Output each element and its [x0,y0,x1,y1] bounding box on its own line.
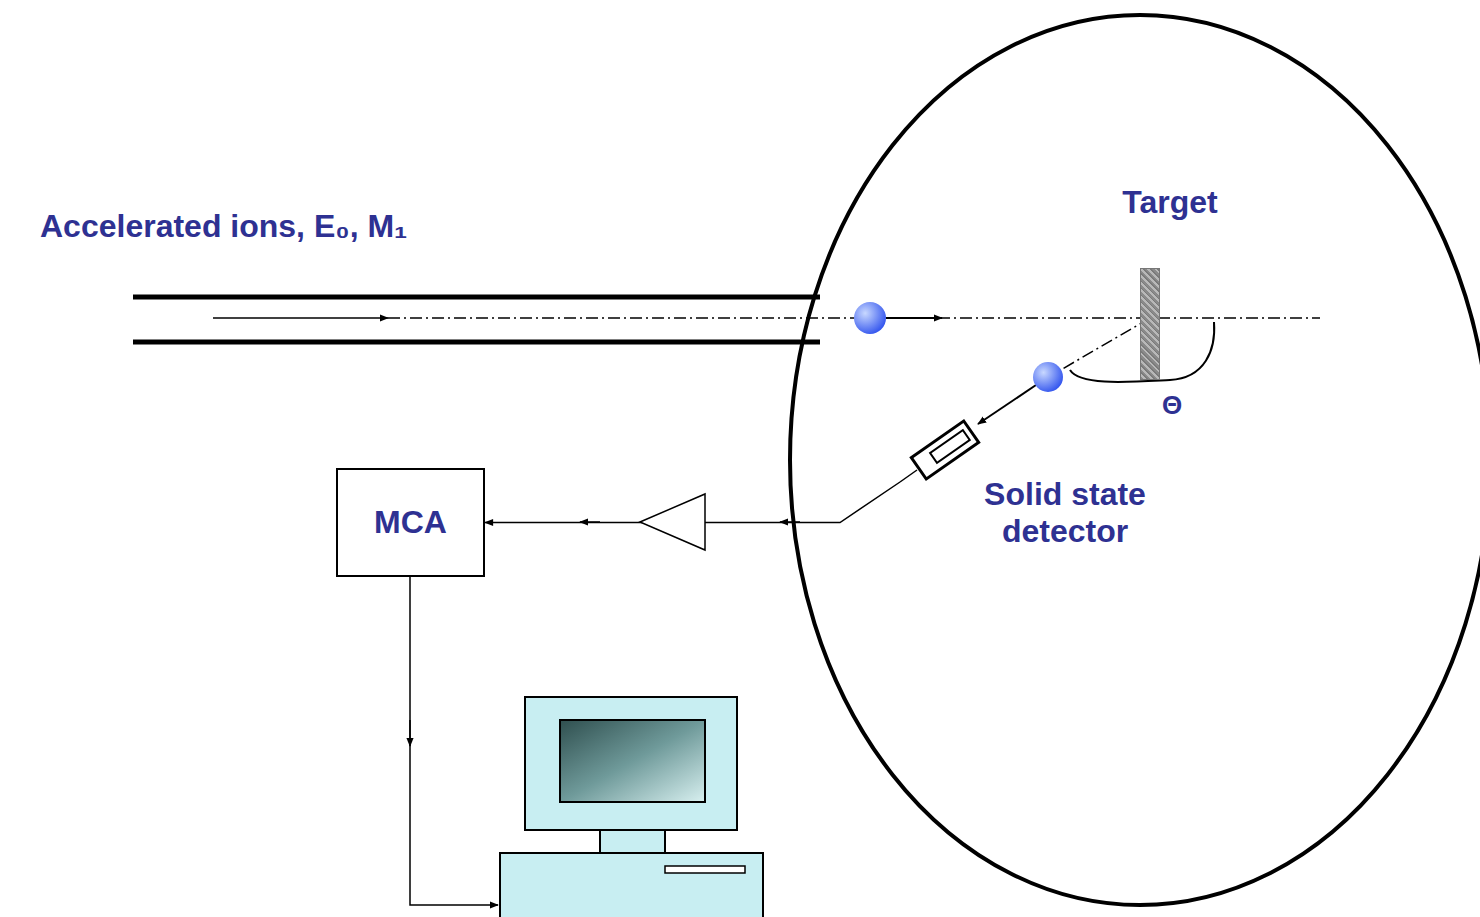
beam-pipe-wall [133,295,820,300]
scattered-arrow [978,385,1036,424]
node-label: Target [1100,180,1240,221]
detector-node: Solid state detector [900,420,1186,580]
node-label: MCA [374,504,447,541]
signal-arrow [580,521,600,523]
beam-pipe-wall [133,340,820,345]
node-label: Solid state detector [950,420,1180,550]
amplifier-symbol [640,494,705,550]
angle-symbol: Θ [1162,390,1182,421]
beam-arrow [213,317,388,319]
scattered-ion [1033,362,1063,392]
signal-arrow [780,521,800,523]
beam-label: Accelerated ions, E₀, M₁ [40,208,407,245]
target-node: Target [1100,180,1246,385]
data-wire [410,577,498,905]
target-foil [1140,268,1160,380]
incident-ion [854,302,886,334]
mca-box: MCA [336,468,485,577]
chamber-outline [790,15,1480,905]
data-wire-arrow [409,720,411,746]
ion-arrow [886,317,942,319]
computer [500,697,763,917]
